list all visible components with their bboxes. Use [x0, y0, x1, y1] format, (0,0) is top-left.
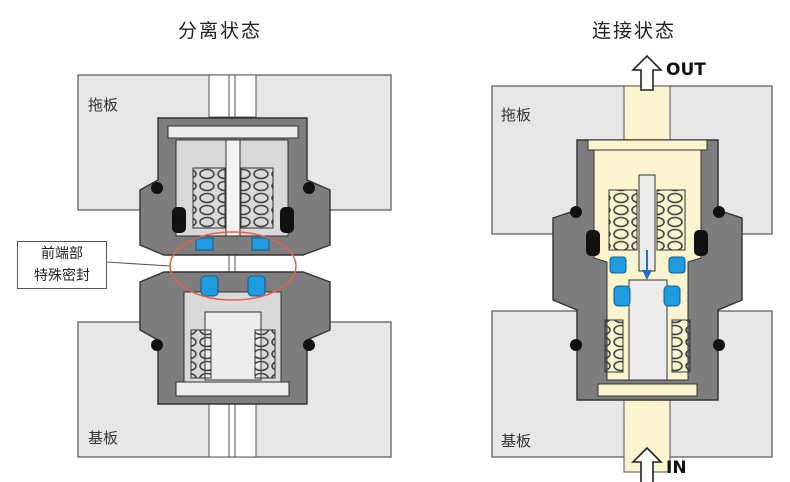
- right-seal-lower-left: [613, 285, 631, 307]
- left-bottom-plate-label: 基板: [88, 429, 119, 447]
- right-coupler: [491, 54, 773, 482]
- callout-line-1: 前端部: [41, 246, 83, 262]
- in-label: IN: [666, 458, 687, 478]
- out-arrow-icon: [631, 54, 663, 91]
- right-title: 连接状态: [592, 20, 677, 42]
- right-top-plate-label: 拖板: [501, 106, 532, 124]
- left-top-plate-label: 拖板: [88, 96, 119, 114]
- in-arrow-icon: [631, 446, 663, 482]
- right-seal-upper-left: [609, 256, 627, 274]
- left-socket-seal-right: [247, 275, 266, 297]
- right-seal-upper-right: [668, 256, 686, 274]
- callout-line-2: 特殊密封: [34, 268, 90, 284]
- right-seal-lower-right: [663, 285, 681, 307]
- right-bottom-plate-label: 基板: [501, 432, 532, 450]
- out-label: OUT: [666, 60, 706, 80]
- left-plug-seal-right: [251, 237, 270, 251]
- seal-callout-box: 前端部 特殊密封: [17, 241, 107, 289]
- left-coupler: [77, 74, 392, 458]
- callout-leader: [105, 261, 171, 267]
- left-socket-seal-left: [200, 275, 219, 297]
- left-plug-seal-left: [195, 237, 214, 251]
- internal-flow-arrow: [642, 270, 652, 280]
- left-title: 分离状态: [178, 20, 263, 42]
